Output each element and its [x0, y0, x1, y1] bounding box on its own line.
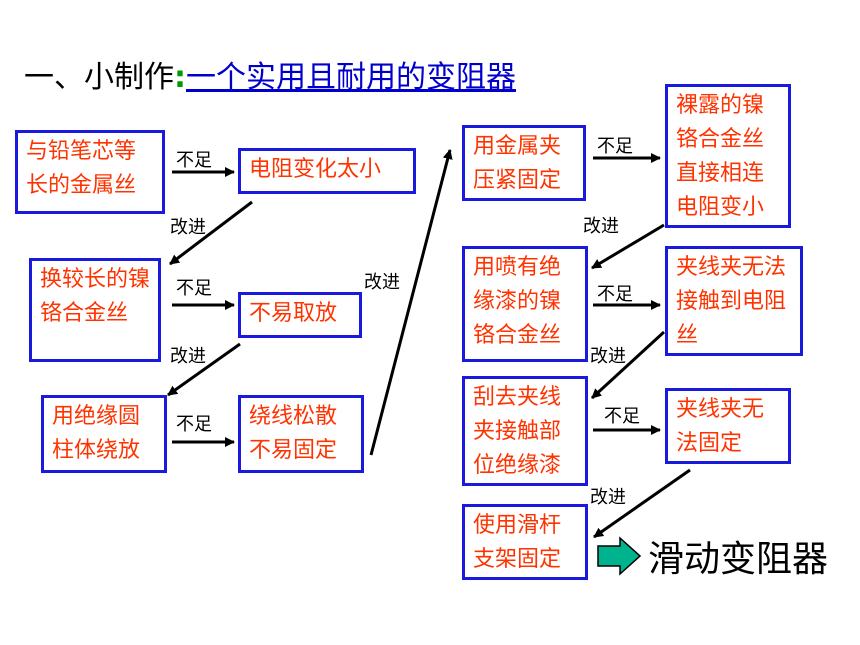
- label-improve-3: 改进: [364, 272, 400, 293]
- label-shortfall-5: 不足: [597, 284, 633, 305]
- title-colon: :: [174, 60, 186, 95]
- arrow-b12-b13: [593, 468, 691, 539]
- step-box-10: 夹线夹无法接触到电阻丝: [665, 246, 803, 356]
- title-subject: 一个实用且耐用的变阻器: [186, 60, 516, 95]
- label-improve-4: 改进: [583, 216, 619, 237]
- arrow-b4-b5: [167, 342, 241, 397]
- step-box-13: 使用滑杆支架固定: [462, 504, 588, 580]
- step-box-5: 用绝缘圆柱体绕放: [41, 395, 167, 473]
- step-box-6: 绕线松散不易固定: [238, 395, 364, 473]
- step-box-1: 与铅笔芯等长的金属丝: [15, 130, 165, 214]
- step-box-2: 电阻变化太小: [238, 148, 416, 194]
- label-shortfall-3: 不足: [176, 414, 212, 435]
- arrow-b6-b7: [369, 149, 453, 456]
- step-box-12: 夹线夹无法固定: [665, 388, 791, 464]
- step-box-4: 不易取放: [238, 292, 362, 338]
- label-improve-5: 改进: [590, 346, 626, 367]
- label-shortfall-6: 不足: [604, 406, 640, 427]
- label-shortfall-2: 不足: [176, 278, 212, 299]
- page-title: 一、小制作:一个实用且耐用的变阻器: [24, 58, 516, 98]
- label-improve-1: 改进: [170, 217, 206, 238]
- result-arrow-icon: [597, 536, 642, 576]
- arrow-b2-b3: [169, 200, 253, 266]
- step-box-9: 用喷有绝缘漆的镍铬合金丝: [462, 246, 588, 362]
- label-shortfall-1: 不足: [176, 150, 212, 171]
- label-improve-2: 改进: [170, 346, 206, 367]
- arrow-b8-b9: [591, 223, 665, 270]
- label-improve-6: 改进: [590, 487, 626, 508]
- step-box-8: 裸露的镍铬合金丝直接相连电阻变小: [665, 84, 791, 228]
- arrow-b10-b11: [590, 330, 666, 400]
- label-shortfall-4: 不足: [597, 136, 633, 157]
- step-box-11: 刮去夹线夹接触部位绝缘漆: [462, 376, 588, 486]
- title-prefix: 一、小制作: [24, 60, 174, 95]
- result-label: 滑动变阻器: [648, 539, 829, 580]
- step-box-3: 换较长的镍铬合金丝: [29, 258, 161, 362]
- step-box-7: 用金属夹压紧固定: [462, 125, 586, 201]
